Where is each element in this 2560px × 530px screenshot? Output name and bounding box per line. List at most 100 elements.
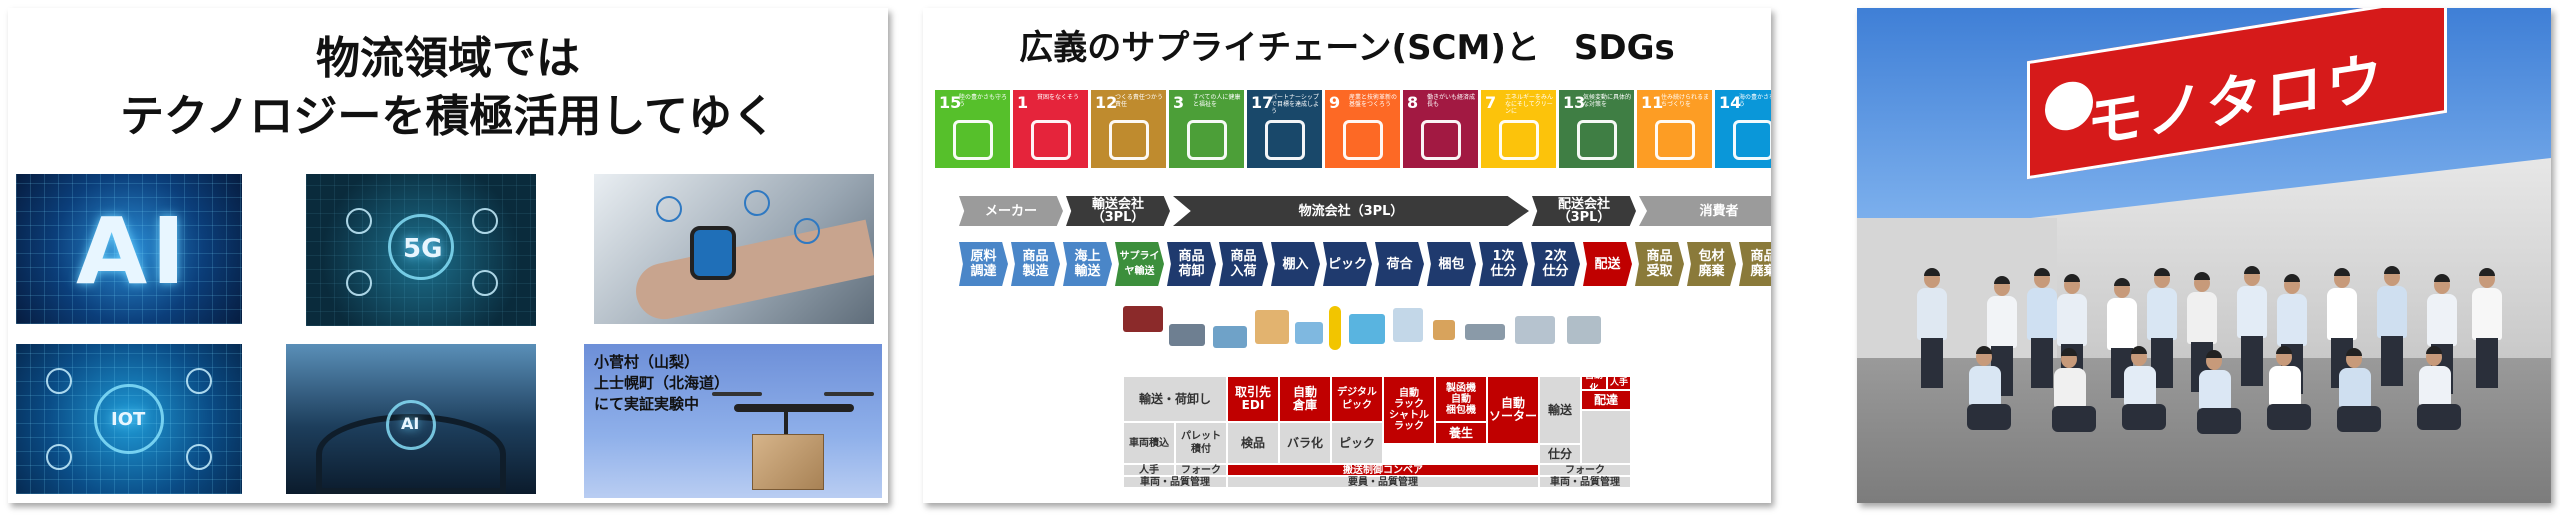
grid-edi: 取引先 EDI bbox=[1227, 376, 1279, 422]
grid-packer: 製函機 自動 梱包機 bbox=[1435, 376, 1487, 422]
sdg-number: 3 bbox=[1173, 93, 1185, 112]
app-icon bbox=[794, 218, 820, 244]
ai-image: AI bbox=[16, 174, 242, 324]
process-step: 2次 仕分 bbox=[1531, 242, 1580, 286]
sdg-goal-icon bbox=[1343, 120, 1383, 160]
sdg-number: 11 bbox=[1641, 93, 1664, 112]
grid-digital-pick: デジタル ピック bbox=[1331, 376, 1383, 422]
grid-manual: 人手 bbox=[1607, 376, 1631, 390]
iot-label: IOT bbox=[111, 409, 146, 430]
sdg-goal-icon bbox=[1577, 120, 1617, 160]
5g-label: 5G bbox=[403, 234, 443, 264]
sdg-text: 気候変動に具体的な対策を bbox=[1583, 94, 1632, 108]
sdg-goal-icon bbox=[1421, 120, 1461, 160]
stage-maker: メーカー bbox=[959, 196, 1063, 226]
self-driving-car-image: AI bbox=[286, 344, 536, 494]
automation-grid: 輸送・荷卸し 取引先 EDI 自動 倉庫 デジタル ピック 自動 ラック シャト… bbox=[1123, 371, 1631, 488]
grid-auto-sorter: 自動 ソーター bbox=[1487, 376, 1539, 444]
process-step: 商品 荷卸 bbox=[1167, 242, 1216, 286]
process-step: 商品 受取 bbox=[1635, 242, 1684, 286]
slide-technology: 物流領域では テクノロジーを積極活用してゆく AI 5G IOT AI bbox=[8, 8, 888, 503]
home-icon bbox=[472, 270, 498, 296]
iot-image: IOT bbox=[16, 344, 242, 494]
grid-inspect: 検品 bbox=[1227, 422, 1279, 464]
grid-auto-rack: 自動 ラック シャトル ラック bbox=[1383, 376, 1435, 444]
sdg-text: 貧困をなくそう bbox=[1037, 94, 1080, 101]
delivery-truck-icon bbox=[1567, 316, 1601, 344]
process-step: サプライ ヤ輸送 bbox=[1115, 242, 1164, 286]
app-icon bbox=[744, 190, 770, 216]
process-step: 荷合 bbox=[1375, 242, 1424, 286]
sdg-goal-icon bbox=[1499, 120, 1539, 160]
sdg-number: 9 bbox=[1329, 93, 1341, 112]
wrist bbox=[630, 219, 874, 324]
drone-caption: 小菅村（山梨） 上士幌町（北海道） にて実証実験中 bbox=[594, 353, 730, 413]
factory-icon bbox=[1123, 306, 1163, 332]
grid-automation: 自動化 bbox=[1581, 371, 1607, 394]
sdg-text: 陸の豊かさも守ろう bbox=[959, 94, 1008, 108]
stage-logistics: 物流会社（3PL） bbox=[1173, 196, 1529, 226]
sdg-text: 海の豊かさを守ろう bbox=[1739, 94, 1771, 108]
sdg-number: 1 bbox=[1017, 93, 1029, 112]
slide1-title-line2: テクノロジーを積極活用してゆく bbox=[119, 91, 777, 142]
drone-image: 小菅村（山梨） 上士幌町（北海道） にて実証実験中 bbox=[584, 344, 882, 498]
grid-auto-warehouse: 自動 倉庫 bbox=[1279, 376, 1331, 422]
grid-conveyor: 搬送制御コンベア bbox=[1227, 464, 1539, 476]
sdg-number: 15 bbox=[939, 93, 962, 112]
process-step: 配送 bbox=[1583, 242, 1632, 286]
grid-deliver: 配達 bbox=[1581, 390, 1631, 410]
smartwatch-image bbox=[594, 174, 874, 324]
conveyor-icon bbox=[1295, 322, 1323, 344]
car-icon bbox=[346, 270, 372, 296]
device-icon bbox=[186, 368, 212, 394]
device-icon bbox=[46, 444, 72, 470]
network-icon bbox=[346, 208, 372, 234]
sort-line-icon bbox=[1465, 324, 1505, 340]
grid-deliver-area bbox=[1581, 410, 1631, 464]
boxes-icon bbox=[1255, 310, 1289, 344]
grid-cure: 養生 bbox=[1435, 422, 1487, 444]
sdg-number: 14 bbox=[1719, 93, 1742, 112]
sdg-text: 住み続けられるまちづくりを bbox=[1661, 94, 1710, 108]
sdg-number: 7 bbox=[1485, 93, 1497, 112]
sdg-goal-icon bbox=[953, 120, 993, 160]
sdg-goal-14: 14海の豊かさを守ろう bbox=[1715, 90, 1771, 168]
sdg-text: つくる責任つかう責任 bbox=[1115, 94, 1163, 108]
process-step: 商品 廃棄 bbox=[1739, 242, 1771, 286]
process-step: ピック bbox=[1323, 242, 1372, 286]
grid-unload: 輸送・荷卸し bbox=[1123, 376, 1227, 422]
stage-delivery: 配送会社 （3PL） bbox=[1532, 196, 1636, 226]
grid-sort: 仕分 bbox=[1539, 444, 1581, 464]
sdg-text: パートナーシップで目標を達成しよう bbox=[1271, 94, 1320, 115]
grid-truck-load: 車両積込 bbox=[1123, 422, 1175, 464]
sdg-goal-1: 1 貧困をなくそう bbox=[1013, 90, 1088, 168]
drone-icon bbox=[734, 404, 854, 412]
sdg-goal-icon bbox=[1031, 120, 1071, 160]
grid-delivery-header: 輸送 bbox=[1539, 376, 1581, 444]
sdg-goal-icon bbox=[1655, 120, 1695, 160]
process-step: 海上 輸送 bbox=[1063, 242, 1112, 286]
robot-icon bbox=[1393, 308, 1423, 342]
sdg-goal-icon bbox=[1733, 120, 1771, 160]
photo-group-monotaro: モノタロウ bbox=[1857, 8, 2551, 503]
5g-image: 5G bbox=[306, 174, 536, 326]
sdg-goal-icon bbox=[1109, 120, 1149, 160]
process-steps: 原料 調達商品 製造海上 輸送サプライ ヤ輸送商品 荷卸商品 入荷棚入ピック荷合… bbox=[959, 242, 1771, 286]
slide1-title: 物流領域では テクノロジーを積極活用してゆく bbox=[8, 30, 888, 146]
ai-label: AI bbox=[76, 198, 190, 305]
cloud-icon bbox=[472, 208, 498, 234]
process-illustrations bbox=[1123, 300, 1643, 362]
process-step: 商品 入荷 bbox=[1219, 242, 1268, 286]
sdg-number: 17 bbox=[1251, 93, 1274, 112]
process-step: 包材 廃棄 bbox=[1687, 242, 1736, 286]
grid-fork-2: フォーク bbox=[1539, 464, 1631, 476]
sdg-number: 8 bbox=[1407, 93, 1419, 112]
stage-transport: 輸送会社 （3PL） bbox=[1066, 196, 1170, 226]
